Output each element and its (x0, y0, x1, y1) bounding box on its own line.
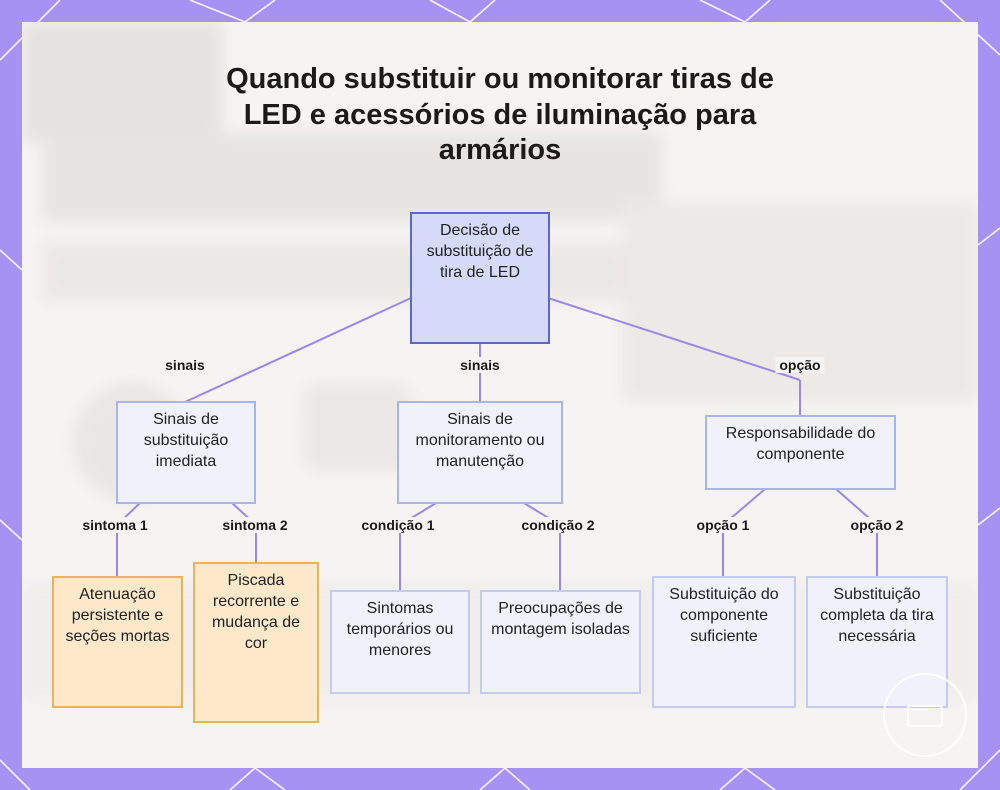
edge-component-component-replace (723, 489, 765, 577)
edge-root-immediate (185, 298, 411, 402)
edge-label-immediate-dimming: sintoma 1 (78, 517, 151, 533)
node-flicker: Piscada recorrente e mudança de cor (193, 562, 319, 723)
node-immediate: Sinais de substituição imediata (116, 401, 256, 504)
edge-immediate-dimming (117, 503, 140, 577)
edge-label-component-strip-replace: opção 2 (847, 517, 908, 533)
watermark-logo-icon (882, 672, 968, 758)
edge-label-immediate-flicker: sintoma 2 (218, 517, 291, 533)
node-mounting: Preocupações de montagem isoladas (480, 590, 641, 694)
edge-component-strip-replace (836, 489, 877, 577)
edge-label-root-immediate: sinais (161, 357, 209, 373)
node-monitoring: Sinais de monitoramento ou manutenção (397, 401, 563, 504)
edge-label-component-component-replace: opção 1 (693, 517, 754, 533)
node-dimming: Atenuação persistente e seções mortas (52, 576, 183, 708)
node-component: Responsabilidade do componente (705, 415, 896, 490)
edge-label-monitoring-mounting: condição 2 (517, 517, 598, 533)
node-root: Decisão de substituição de tira de LED (410, 212, 550, 344)
edge-immediate-flicker (232, 503, 256, 563)
edge-label-monitoring-temporary: condição 1 (357, 517, 438, 533)
node-component-replace: Substituição do componente suficiente (652, 576, 796, 708)
edge-root-component (548, 298, 800, 380)
node-temporary: Sintomas temporários ou menores (330, 590, 470, 694)
edge-label-root-monitoring: sinais (456, 357, 504, 373)
edge-label-root-component: opção (775, 357, 824, 373)
